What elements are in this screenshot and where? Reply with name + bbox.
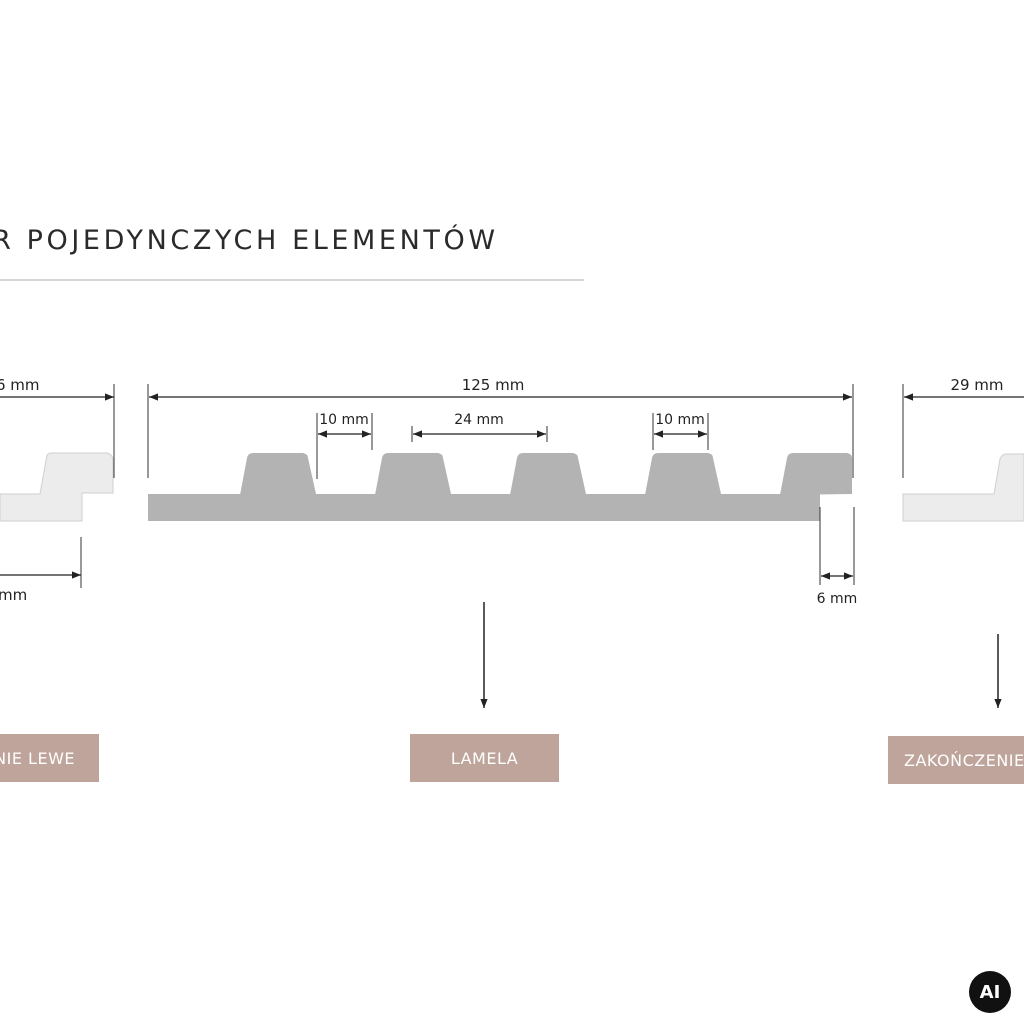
right-end-label: ZAKOŃCZENIE: [888, 736, 1024, 784]
lamela-label: LAMELA: [410, 734, 559, 782]
lamela-label-text: LAMELA: [450, 748, 519, 768]
lamela-rib: [780, 453, 852, 495]
left-end-profile: [0, 452, 114, 522]
lamela-total-dimension-label: 125 mm: [462, 376, 525, 394]
lamela-profile: [148, 453, 852, 521]
ai-badge-text: AI: [979, 981, 1001, 1003]
lamela-rib: [375, 453, 451, 495]
overlap-dimension-label: 6 mm: [817, 591, 858, 607]
left-end-label-text: NIE LEWE: [0, 748, 75, 768]
left-end-label: NIE LEWE: [0, 734, 99, 782]
left-top-dimension-label: 6 mm: [0, 376, 40, 394]
right-dimension-label: 29 mm: [950, 376, 1003, 394]
page-title: AR POJEDYNCZYCH ELEMENTÓW: [0, 225, 499, 256]
right-end-profile: [902, 453, 1024, 522]
lamela-base: [148, 493, 852, 521]
lamela-rib: [645, 453, 721, 495]
gap-left-dimension-label: 10 mm: [319, 412, 369, 428]
rib-width-dimension-label: 24 mm: [454, 412, 504, 428]
lamela-rib: [510, 453, 586, 495]
ai-badge: AI: [969, 971, 1011, 1013]
lamela-rib: [240, 453, 316, 495]
title-divider: [0, 279, 584, 281]
left-bottom-dimension-label: mm: [0, 586, 27, 604]
gap-right-dimension-label: 10 mm: [655, 412, 705, 428]
right-end-label-text: ZAKOŃCZENIE: [904, 750, 1024, 770]
